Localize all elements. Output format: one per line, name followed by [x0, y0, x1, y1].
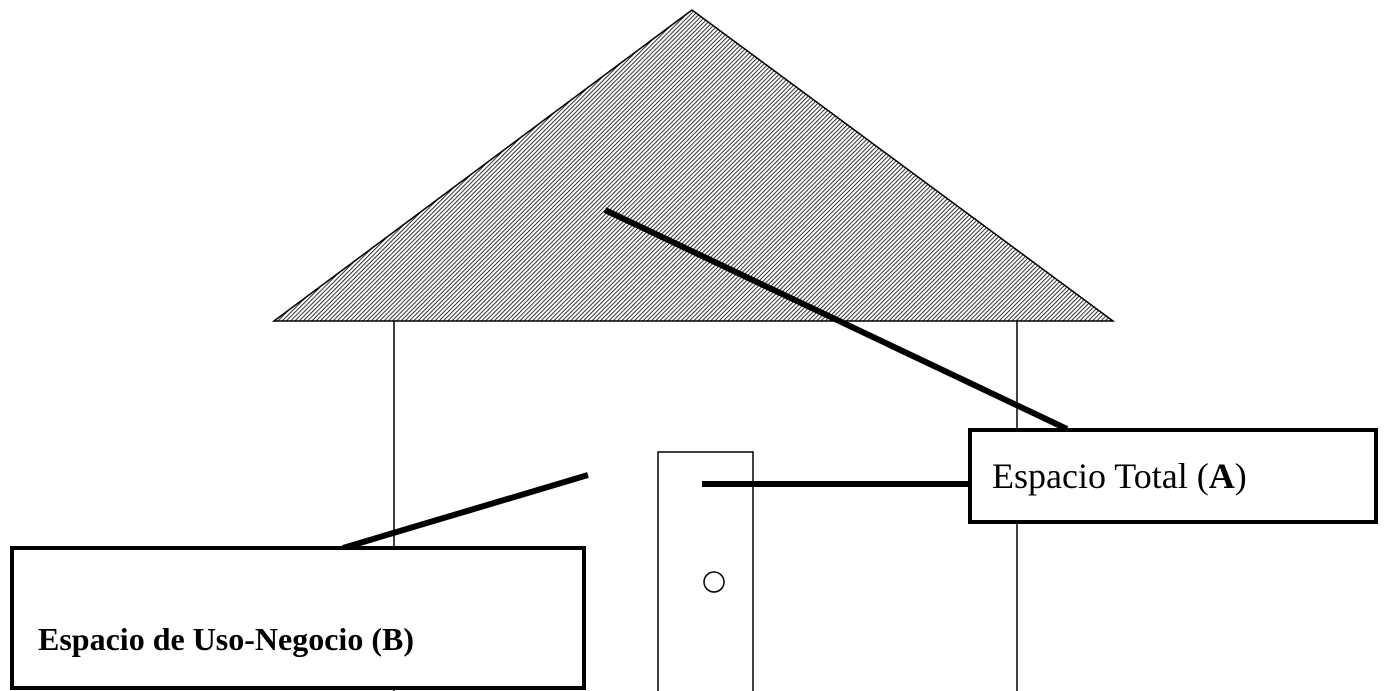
- espacio-total-close: ): [1235, 456, 1247, 496]
- leader-line-uso-negocio: [343, 475, 588, 548]
- door: [658, 452, 753, 691]
- espacio-total-label-box: Espacio Total (A): [968, 428, 1378, 524]
- roof: [274, 10, 1113, 321]
- espacio-uso-negocio-text: Espacio de Uso-Negocio (B): [38, 621, 414, 657]
- espacio-total-text: Espacio Total (: [992, 456, 1209, 496]
- espacio-total-letter: A: [1209, 456, 1235, 496]
- door-knob: [704, 572, 724, 592]
- espacio-uso-negocio-label-box: Espacio de Uso-Negocio (B): [10, 546, 586, 690]
